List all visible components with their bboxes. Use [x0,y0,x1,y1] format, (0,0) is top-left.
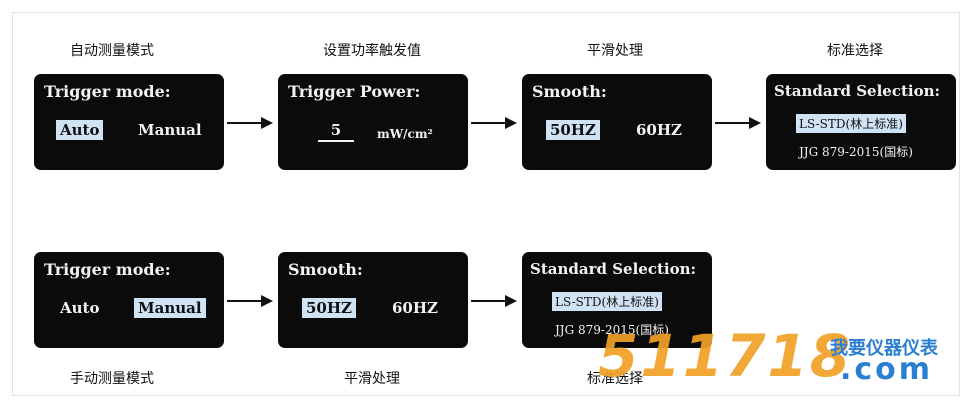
screen-title: Trigger Power: [288,82,421,101]
screen-title: Trigger mode: [44,82,171,101]
screen-trigger-power: Trigger Power: 5 mW/cm² [278,74,468,170]
arrow-right-icon [471,295,517,307]
option-ls-std: LS-STD(林上标准) [552,292,662,311]
screen-trigger-mode-auto: Trigger mode: Auto Manual [34,74,224,170]
option-auto: Auto [60,299,100,317]
option-jjg: JJG 879-2015(国标) [799,145,913,159]
option-60hz: 60HZ [392,299,438,317]
screen-title: Smooth: [532,82,607,101]
screen-title: Standard Selection: [774,82,941,100]
option-50hz: 50HZ [302,298,356,318]
screen-title: Smooth: [288,260,363,279]
screen-trigger-mode-manual: Trigger mode: Auto Manual [34,252,224,348]
caption-trigger-power: 设置功率触发值 [323,43,421,59]
arrow-right-icon [227,117,273,129]
option-manual: Manual [134,298,206,318]
option-ls-std: LS-STD(林上标准) [796,114,906,133]
arrow-right-icon [227,295,273,307]
power-unit: mW/cm² [377,127,433,141]
diagram-frame [12,12,960,396]
caption-smooth: 平滑处理 [587,43,643,59]
option-60hz: 60HZ [636,121,682,139]
screen-title: Standard Selection: [530,260,697,278]
screen-standard-row1: Standard Selection: LS-STD(林上标准) JJG 879… [766,74,956,170]
arrow-right-icon [471,117,517,129]
caption-standard: 标准选择 [827,43,883,59]
option-jjg: JJG 879-2015(国标) [555,323,669,337]
caption-smooth: 平滑处理 [344,371,400,387]
power-value: 5 [318,120,354,142]
watermark-brand: 我要仪器仪表 [830,338,938,359]
caption-auto-mode: 自动测量模式 [70,43,154,59]
screen-standard-row2: Standard Selection: LS-STD(林上标准) JJG 879… [522,252,712,348]
watermark-number: 511718 [598,322,853,390]
option-auto: Auto [56,120,104,140]
arrow-right-icon [715,117,761,129]
watermark-domain: .com [840,352,934,387]
caption-manual-mode: 手动测量模式 [70,371,154,387]
screen-title: Trigger mode: [44,260,171,279]
option-manual: Manual [138,121,202,139]
caption-standard: 标准选择 [587,371,643,387]
option-50hz: 50HZ [546,120,600,140]
screen-smooth-50hz: Smooth: 50HZ 60HZ [522,74,712,170]
screen-smooth-row2: Smooth: 50HZ 60HZ [278,252,468,348]
